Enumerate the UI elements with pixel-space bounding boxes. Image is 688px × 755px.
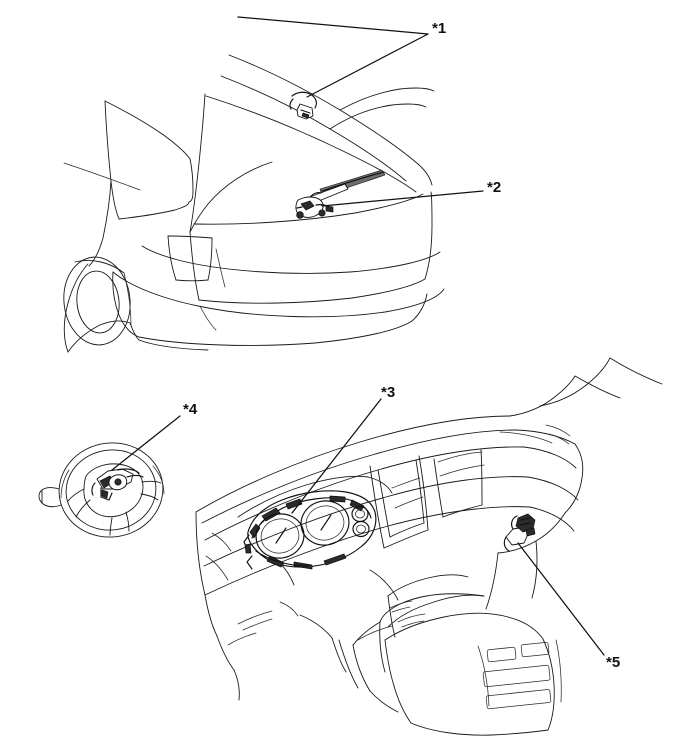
- callout-label-3: *3: [381, 384, 395, 401]
- part-combination-meter: [243, 490, 377, 570]
- leader-line-4-path: [111, 415, 181, 471]
- instrument-panel: [195, 357, 663, 736]
- callout-label-1: *1: [432, 20, 446, 37]
- leader-line-1-path: [306, 33, 429, 98]
- leader-line-1: [237, 16, 429, 35]
- leader-line-5-path: [517, 542, 605, 656]
- callout-label-5: *5: [606, 654, 620, 671]
- leader-line-2-path: [321, 190, 484, 207]
- part-rear-washer-nozzle: [289, 91, 317, 120]
- part-windshield-wiper-switch: [91, 468, 144, 501]
- scene-interior: [38, 357, 663, 736]
- part-rear-wiper-arm-and-motor: [295, 169, 386, 219]
- callout-label-2: *2: [487, 179, 501, 196]
- leader-line-3-path: [291, 398, 382, 514]
- callout-labels: *1 *2 *3 *4 *5: [183, 20, 620, 671]
- callout-label-4: *4: [183, 401, 198, 418]
- steering-wheel-assembly: [38, 442, 165, 538]
- scene-rear-exterior: [63, 16, 484, 353]
- rear-console: [352, 574, 562, 736]
- part-instrument-panel-connector: [503, 513, 536, 552]
